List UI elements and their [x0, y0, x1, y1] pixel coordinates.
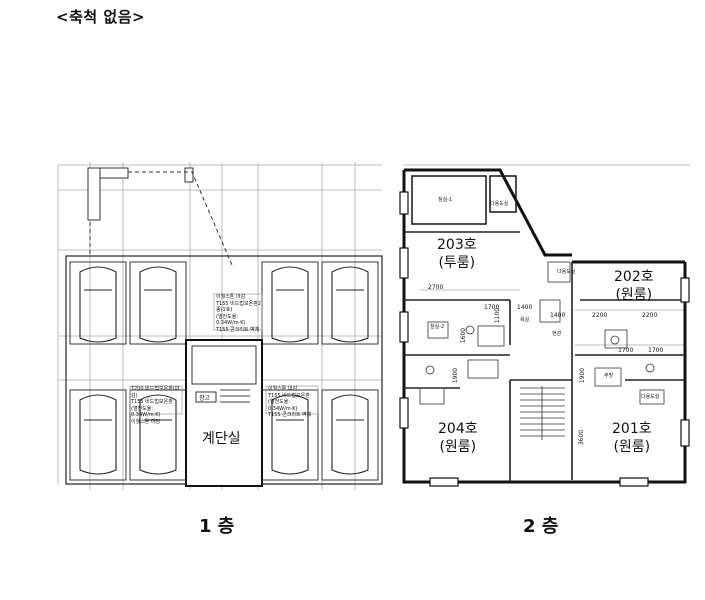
dimension: 1600 — [460, 327, 468, 344]
unit-203: 203호 (투룸) — [437, 236, 477, 272]
dimension: 1900 — [579, 367, 587, 384]
note-line: T155 비드법보온판 — [131, 399, 173, 405]
stair-room-label: 계단실 — [202, 431, 241, 447]
unit-201: 201호 (원룸) — [612, 420, 652, 456]
dimension: 1700 — [618, 347, 634, 354]
unit-type: (투룸) — [438, 255, 476, 271]
room-label: 침실-2 — [430, 324, 445, 330]
note-line: 이월스톤 마감 — [268, 386, 298, 392]
wall-note-left: T200 비드법보온판(마감) T155 비드법보온판 (열전도율: 0.34W… — [131, 386, 183, 425]
unit-202: 202호 (원룸) — [614, 268, 654, 304]
wall-note-top: 이월스톤 마감 T155 비드법보온판2종(1호) (열전도율: 0.34W/m… — [216, 294, 264, 333]
unit-name: 202호 — [614, 269, 654, 285]
page-title: <축척 없음> — [56, 8, 146, 26]
unit-name: 203호 — [437, 237, 477, 253]
note-line: T200 비드법보온판(마감) — [131, 386, 180, 399]
unit-type: (원룸) — [613, 439, 651, 455]
note-line: T155 콘크리트 벽체 — [216, 326, 260, 333]
room-label: 욕실 — [520, 317, 530, 323]
room-label: 다용도실 — [641, 394, 660, 400]
dimension: 1100 — [494, 307, 502, 324]
floor2-plan — [399, 164, 690, 487]
floor2-caption: 2 층 — [523, 516, 559, 537]
note-line: (열전도율: 0.34W/m·K) — [216, 313, 246, 327]
unit-type: (원룸) — [615, 287, 653, 303]
note-line: T155 콘크리트 벽체 — [268, 412, 312, 418]
dimension: 1400 — [517, 304, 533, 311]
dimension: 1700 — [648, 347, 664, 354]
dimension: 2200 — [642, 312, 658, 319]
room-label: 현관 — [552, 331, 562, 337]
room-label: 침실-1 — [438, 197, 453, 203]
note-line: T155 비드법보온판 — [268, 392, 310, 399]
dimension: 1400 — [550, 312, 566, 319]
dimension: 1900 — [452, 367, 460, 384]
unit-204: 204호 (원룸) — [438, 420, 478, 456]
dimension: 1700 — [484, 304, 500, 311]
note-line: 이월스톤 마감 — [131, 418, 161, 425]
dimension: 2700 — [428, 284, 444, 291]
room-label: 다용도실 — [557, 269, 576, 275]
room-label: 주방 — [604, 373, 614, 379]
note-line: T155 비드법보온판2종(1호) — [216, 300, 261, 314]
storage-label: 창고 — [199, 395, 211, 402]
floor1-caption: 1 층 — [199, 516, 235, 537]
room-label: 다용도실 — [490, 201, 509, 207]
wall-note-right: 이월스톤 마감 T155 비드법보온판 (열전도율: 0.34W/m·K) T1… — [268, 386, 320, 419]
note-line: (열전도율: 0.34W/m·K) — [268, 399, 298, 412]
dimension: 2200 — [592, 312, 608, 319]
note-line: 이월스톤 마감 — [216, 294, 246, 300]
unit-name: 204호 — [438, 421, 478, 437]
floor1-plan — [57, 162, 383, 490]
note-line: (열전도율: 0.34W/m·K) — [131, 405, 161, 419]
unit-type: (원룸) — [439, 439, 477, 455]
unit-name: 201호 — [612, 421, 652, 437]
dimension: 3600 — [578, 429, 586, 446]
